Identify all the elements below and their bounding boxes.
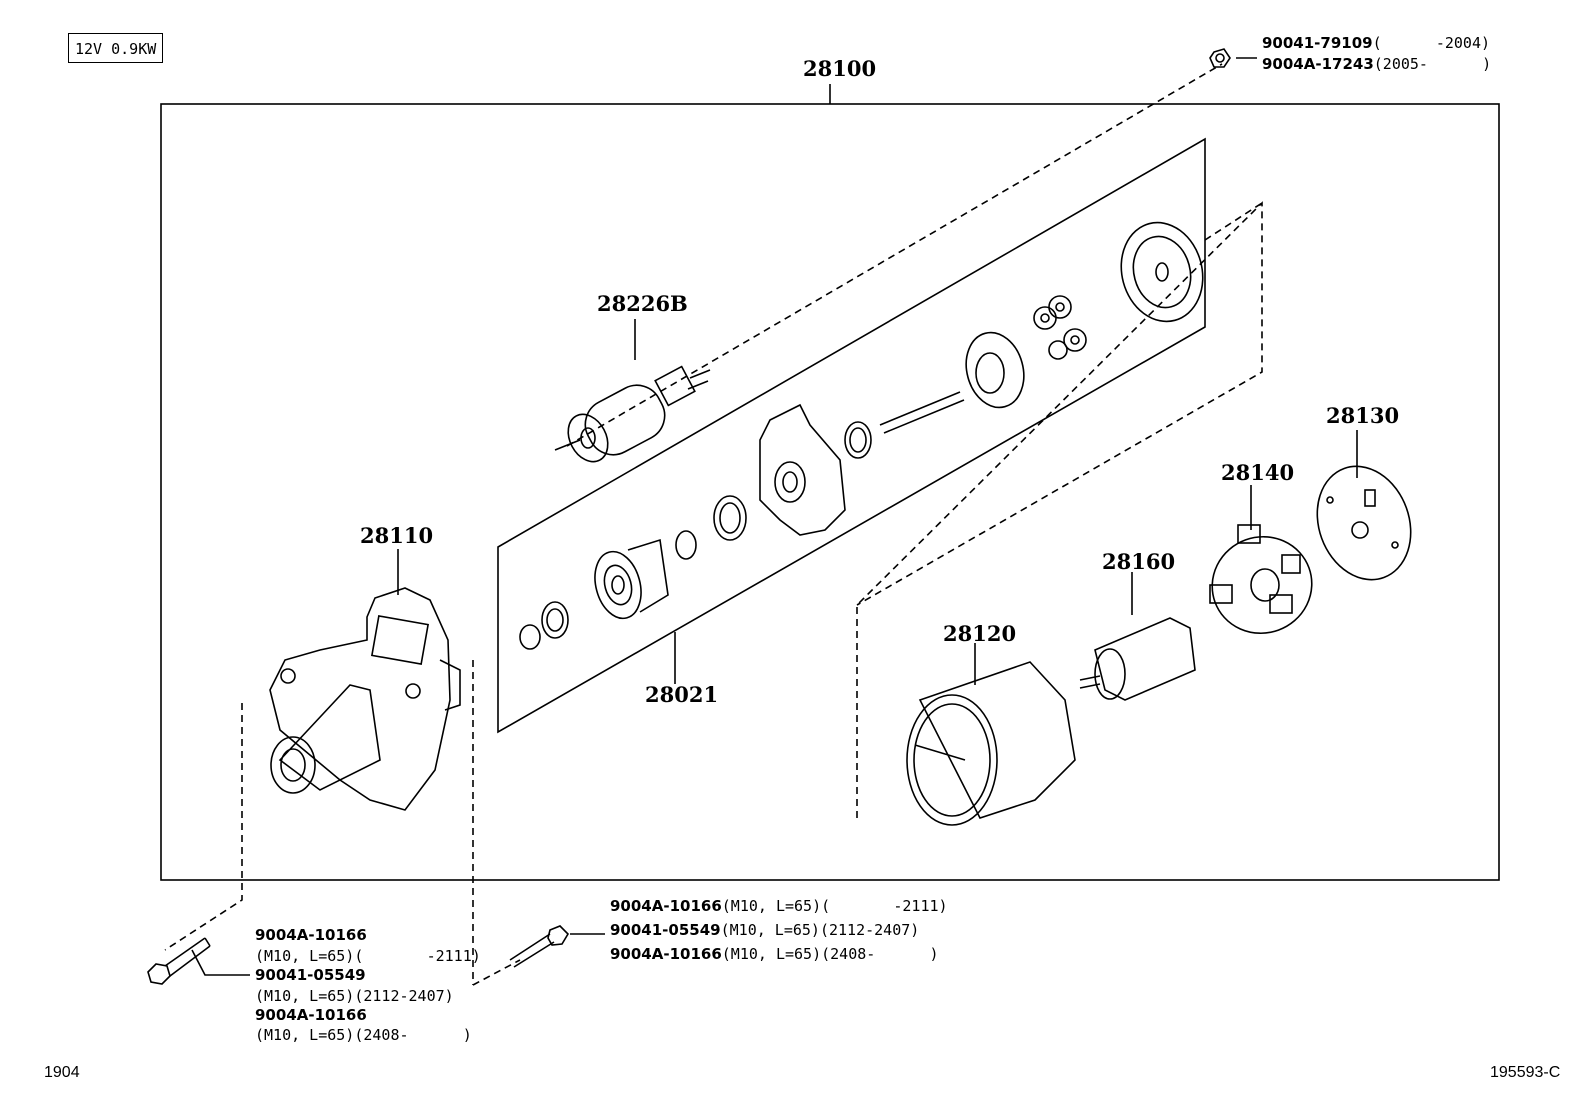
- bolt-left-ref-2-code: 90041-05549: [255, 966, 366, 984]
- yoke-icon: [906, 661, 1076, 826]
- nut-icon: [1209, 48, 1231, 68]
- nut-ref-1: 90041-79109( -2004): [1262, 34, 1491, 52]
- bolt-left-ref-3-spec: (M10, L=65)(2408- ): [255, 1026, 472, 1044]
- part-number-28021: 28021: [645, 682, 719, 707]
- bolt-mid-ref-3: 9004A-10166(M10, L=65)(2408- ): [610, 945, 939, 963]
- end-frame-icon: [1316, 465, 1412, 581]
- bolt-left-ref-2-spec: (M10, L=65)(2112-2407): [255, 987, 454, 1005]
- drive-set-frame: [497, 137, 1206, 734]
- solenoid-icon: [554, 365, 711, 463]
- assembly-frame: [160, 103, 1500, 881]
- part-number-28130: 28130: [1326, 403, 1400, 428]
- bolt-left-ref-3-code: 9004A-10166: [255, 1006, 367, 1024]
- corner-code-left: 1904: [44, 1064, 80, 1081]
- armature-icon: [1079, 617, 1196, 701]
- nut-ref-2: 9004A-17243(2005- ): [1262, 55, 1492, 73]
- bolt-left-ref-1-spec: (M10, L=65)( -2111): [255, 947, 481, 965]
- part-number-28226B: 28226B: [597, 291, 688, 316]
- part-number-28100: 28100: [803, 56, 877, 81]
- spec-label: 12V 0.9KW: [68, 33, 164, 63]
- part-number-28160: 28160: [1102, 549, 1176, 574]
- rear-group-dashed: [856, 201, 1263, 818]
- corner-code-right: 195593-C: [1490, 1064, 1561, 1081]
- bolt-mid-ref-2: 90041-05549(M10, L=65)(2112-2407): [610, 921, 920, 939]
- bolt-mid-icon: [509, 925, 570, 968]
- brush-holder-icon: [1209, 524, 1313, 635]
- bolt-left-icon: [147, 937, 211, 985]
- part-number-28120: 28120: [943, 621, 1017, 646]
- part-number-28140: 28140: [1221, 460, 1295, 485]
- drive-set-parts-icon: [519, 221, 1204, 650]
- bolt-mid-ref-1: 9004A-10166(M10, L=65)( -2111): [610, 897, 948, 915]
- part-number-28110: 28110: [360, 523, 434, 548]
- housing-icon: [269, 587, 461, 811]
- bolt-left-ref-1-code: 9004A-10166: [255, 926, 367, 944]
